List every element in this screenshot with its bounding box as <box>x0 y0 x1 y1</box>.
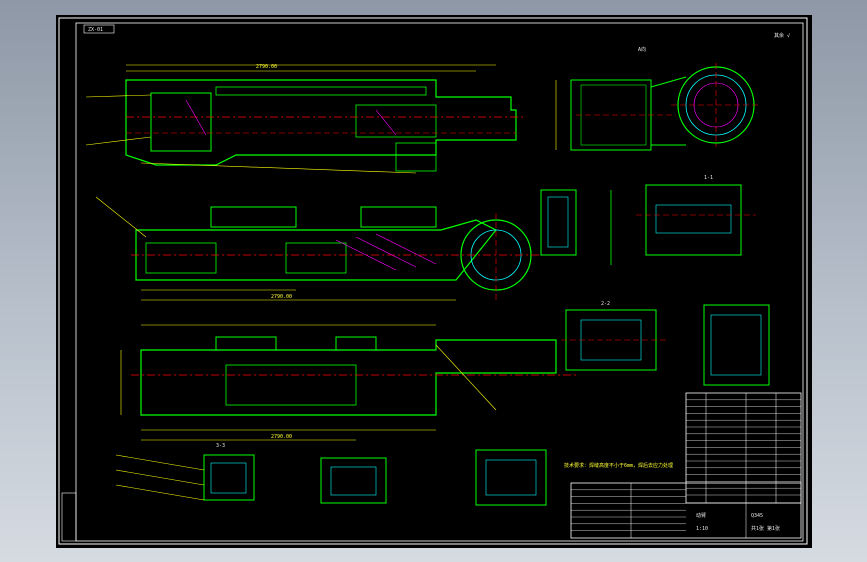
title-scale: 1:10 <box>696 526 708 532</box>
boom-bottom-view: 2790.00 <box>120 324 576 441</box>
inner-frame <box>75 22 804 542</box>
a-view <box>555 63 761 151</box>
section-2-label: 2-2 <box>601 301 610 307</box>
title-block-rows <box>571 489 686 531</box>
drawing-number-box <box>83 24 115 34</box>
title-material: Q345 <box>751 513 763 519</box>
section-1-label: 1-1 <box>704 175 713 181</box>
side-signature-box <box>61 492 77 542</box>
bom-rows <box>686 399 801 496</box>
parts-list <box>685 392 802 504</box>
title-block: 动臂 1:10 Q345 共1张 第1张 <box>570 482 802 539</box>
dim-total-mid: 2790.00 <box>271 294 292 300</box>
technical-requirements: 技术要求：焊缝高度不小于6mm，焊后去应力处理 <box>564 462 673 469</box>
section-view-1: 1-1 <box>540 175 756 265</box>
section-view-2: 2-2 <box>561 301 770 386</box>
title-sheet: 共1张 第1张 <box>751 525 780 532</box>
drawing-sheet: ZX-01 其余 √ A向 2790.00 <box>56 15 812 548</box>
drawing-canvas: ZX-01 其余 √ A向 2790.00 <box>58 17 808 545</box>
title-name: 动臂 <box>696 512 706 519</box>
roughness-note: 其余 √ <box>774 32 790 39</box>
outer-frame <box>58 17 808 545</box>
view-a-label: A向 <box>638 46 646 53</box>
section-3-label: 3-3 <box>216 443 225 449</box>
section-view-3: 3-3 <box>115 443 547 506</box>
dim-total-bot: 2790.00 <box>271 434 292 440</box>
dim-total-top: 2790.00 <box>256 64 277 70</box>
drawing-number: ZX-01 <box>88 27 103 33</box>
boom-middle-view: 2790.00 <box>95 196 541 301</box>
boom-top-view: 2790.00 <box>85 64 526 174</box>
